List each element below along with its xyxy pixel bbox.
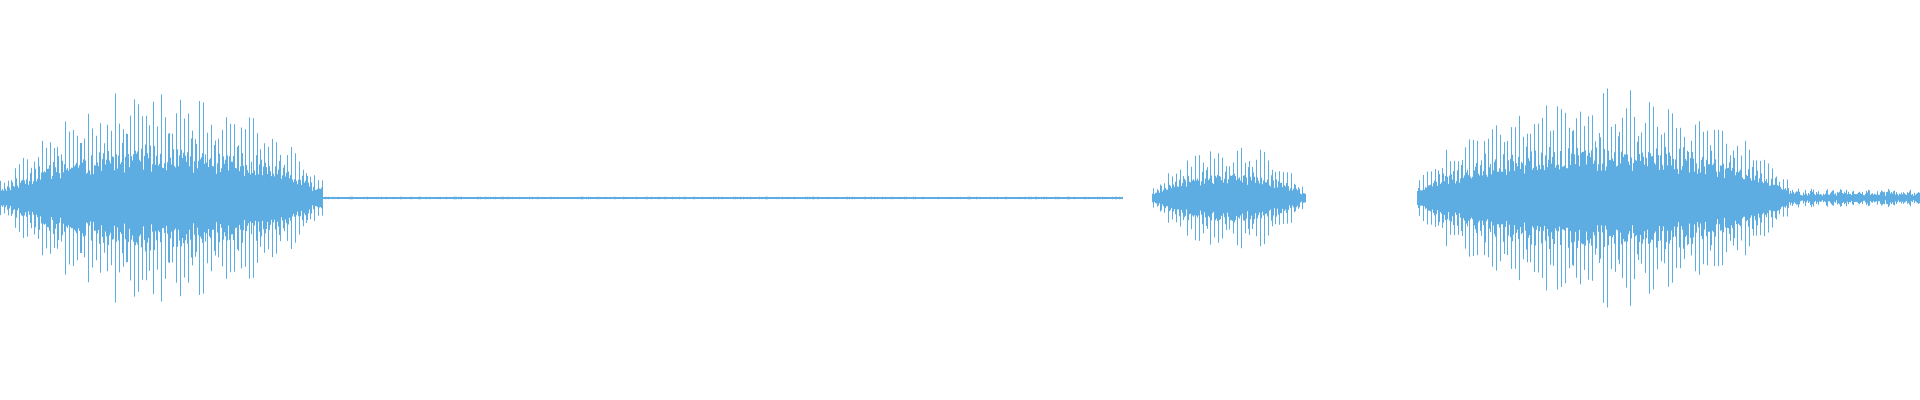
waveform-segment-silence: [323, 196, 1123, 200]
waveform-samples: [323, 196, 1123, 200]
waveform-samples: [1417, 88, 1789, 308]
waveform-samples: [1789, 188, 1920, 208]
waveform-bars: [0, 88, 1920, 308]
waveform-samples: [0, 93, 323, 303]
waveform-segment-speech: [0, 93, 323, 303]
waveform-segment-speech: [1152, 147, 1306, 249]
waveform-segment-speech: [1417, 88, 1789, 308]
waveform-segment-tail: [1789, 188, 1920, 208]
waveform-samples: [1152, 147, 1306, 249]
